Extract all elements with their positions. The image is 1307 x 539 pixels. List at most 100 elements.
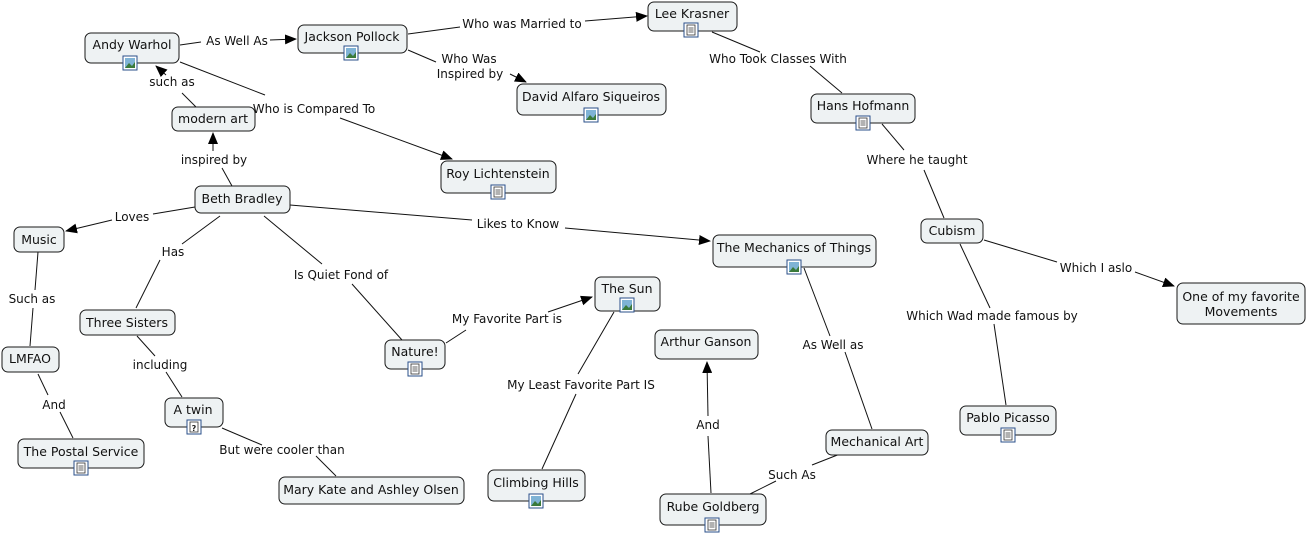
link-who-was-inspired-by: Who Was bbox=[441, 52, 496, 66]
link-which-i-aslo: Which I aslo bbox=[1060, 261, 1132, 275]
node-jackson-pollock[interactable]: Jackson Pollock bbox=[297, 24, 408, 61]
node-label: Nature! bbox=[391, 344, 438, 359]
node-label: Cubism bbox=[929, 223, 976, 238]
node-three-sisters[interactable]: Three Sisters bbox=[79, 309, 176, 336]
link-such-as-music: Such as bbox=[9, 292, 56, 306]
link-including: including bbox=[133, 358, 188, 372]
edge-suchas-rube bbox=[749, 480, 777, 495]
link-as-well-as-mech: As Well as bbox=[803, 338, 864, 352]
node-climbing-hills[interactable]: Climbing Hills bbox=[487, 469, 586, 509]
node-rube-goldberg[interactable]: Rube Goldberg bbox=[659, 493, 767, 533]
edge-mechanics-aswell bbox=[803, 267, 831, 337]
edge-beth-loves bbox=[152, 206, 196, 215]
edge-modernart-suchas bbox=[181, 92, 197, 108]
link-such-as: such as bbox=[149, 75, 194, 89]
node-andy-warhol[interactable]: Andy Warhol bbox=[84, 32, 180, 71]
edge-warhol-compared bbox=[179, 61, 266, 96]
node-pablo-picasso[interactable]: Pablo Picasso bbox=[959, 405, 1057, 443]
node-label: Lee Krasner bbox=[655, 6, 730, 21]
node-label: LMFAO bbox=[9, 351, 51, 366]
edge-loves-music bbox=[65, 219, 113, 234]
edge-pollock-married bbox=[407, 26, 461, 35]
image-icon[interactable] bbox=[619, 297, 635, 313]
node-the-sun[interactable]: The Sun bbox=[594, 276, 661, 313]
link-likes-to-know: Likes to Know bbox=[477, 217, 560, 231]
edge-including-twin bbox=[165, 371, 183, 398]
edge-aswell-mechart bbox=[844, 351, 873, 430]
image-icon[interactable] bbox=[528, 493, 544, 509]
document-icon[interactable] bbox=[490, 184, 506, 200]
document-icon[interactable] bbox=[704, 517, 720, 533]
node-favorite-movements[interactable]: One of my favorite Movements bbox=[1176, 282, 1306, 325]
node-label: Rube Goldberg bbox=[667, 499, 760, 514]
question-icon[interactable]: ? bbox=[186, 419, 202, 435]
node-label: Mechanical Art bbox=[831, 434, 924, 449]
edge-lmfao-and bbox=[37, 373, 49, 396]
edge-wad-picasso bbox=[993, 323, 1007, 406]
node-label: modern art bbox=[178, 111, 248, 126]
document-icon[interactable] bbox=[73, 460, 89, 476]
node-mary-kate-ashley[interactable]: Mary Kate and Ashley Olsen bbox=[278, 476, 465, 505]
link-and-lmfao: And bbox=[42, 398, 65, 412]
image-icon[interactable] bbox=[786, 259, 802, 275]
edge-suchas-warhol bbox=[155, 65, 168, 78]
node-david-siqueiros[interactable]: David Alfaro Siqueiros bbox=[516, 83, 667, 123]
link-loves: Loves bbox=[115, 210, 150, 224]
node-label: Pablo Picasso bbox=[966, 410, 1050, 425]
node-cubism[interactable]: Cubism bbox=[920, 218, 984, 244]
link-my-least-favorite-part: My Least Favorite Part IS bbox=[507, 378, 655, 392]
node-label: Beth Bradley bbox=[202, 191, 284, 206]
node-label: David Alfaro Siqueiros bbox=[522, 89, 660, 104]
node-label: Three Sisters bbox=[85, 315, 168, 330]
edge-hofmann-taught bbox=[881, 123, 905, 151]
node-postal-service[interactable]: The Postal Service bbox=[17, 438, 145, 476]
edge-beth-inspired bbox=[221, 167, 233, 187]
edge-rube-and bbox=[707, 435, 712, 494]
edge-music-suchas bbox=[34, 251, 39, 291]
node-arthur-ganson[interactable]: Arthur Ganson bbox=[654, 329, 759, 360]
edge-sisters-including bbox=[136, 335, 156, 357]
link-where-he-taught: Where he taught bbox=[866, 153, 967, 167]
node-lee-krasner[interactable]: Lee Krasner bbox=[647, 1, 738, 38]
edge-classes-hofmann bbox=[809, 65, 843, 94]
node-hans-hofmann[interactable]: Hans Hofmann bbox=[810, 93, 916, 131]
node-label: Roy Lichtenstein bbox=[446, 166, 549, 181]
edge-krasner-classes bbox=[711, 31, 761, 53]
document-icon[interactable] bbox=[855, 115, 871, 131]
node-lmfao[interactable]: LMFAO bbox=[1, 346, 60, 373]
node-roy-lichtenstein[interactable]: Roy Lichtenstein bbox=[440, 160, 557, 200]
edge-fond-nature bbox=[351, 283, 403, 341]
node-label: Mary Kate and Ashley Olsen bbox=[283, 482, 459, 497]
link-inspired-by: inspired by bbox=[181, 153, 247, 167]
node-label: The Postal Service bbox=[23, 444, 139, 459]
node-mechanical-art[interactable]: Mechanical Art bbox=[825, 429, 929, 456]
edge-taught-cubism bbox=[923, 169, 945, 219]
edge-inspired-siqueiros bbox=[509, 72, 527, 83]
node-a-twin[interactable]: A twin ? bbox=[164, 397, 224, 435]
document-icon[interactable] bbox=[1000, 427, 1016, 443]
node-label: Andy Warhol bbox=[93, 37, 172, 52]
image-icon[interactable] bbox=[583, 107, 599, 123]
document-icon[interactable] bbox=[683, 22, 699, 38]
image-icon[interactable] bbox=[343, 45, 359, 61]
link-my-favorite-part-is: My Favorite Part is bbox=[452, 312, 562, 326]
edge-nature-favorite bbox=[445, 329, 467, 344]
link-and-rube: And bbox=[696, 418, 719, 432]
node-label: Hans Hofmann bbox=[817, 98, 910, 113]
link-has: Has bbox=[162, 245, 185, 259]
edge-compared-lichtenstein bbox=[339, 117, 453, 160]
link-such-as-mech: Such As bbox=[768, 468, 816, 482]
edge-which-movements bbox=[1134, 271, 1175, 287]
node-nature[interactable]: Nature! bbox=[384, 339, 446, 377]
svg-text:?: ? bbox=[192, 424, 197, 433]
node-music[interactable]: Music bbox=[13, 226, 65, 253]
connections bbox=[29, 11, 1175, 495]
edge-pollock-inspired bbox=[407, 49, 437, 63]
node-modern-art[interactable]: modern art bbox=[171, 106, 256, 132]
node-beth-bradley[interactable]: Beth Bradley bbox=[194, 185, 291, 214]
node-label: Jackson Pollock bbox=[304, 29, 401, 44]
image-icon[interactable] bbox=[122, 55, 138, 71]
node-label: Arthur Ganson bbox=[661, 334, 752, 349]
node-mechanics-of-things[interactable]: The Mechanics of Things bbox=[712, 234, 877, 275]
document-icon[interactable] bbox=[407, 361, 423, 377]
